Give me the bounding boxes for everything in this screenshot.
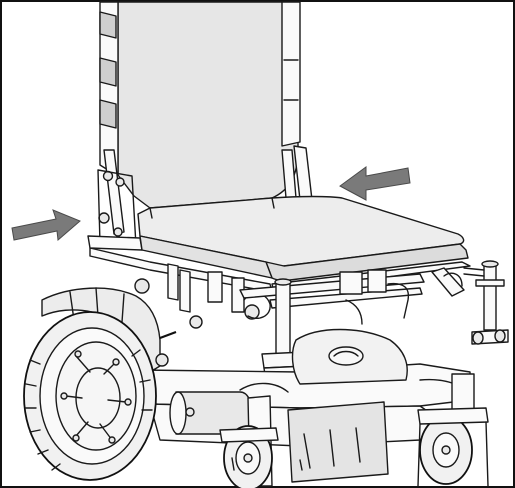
brand-logo-icon [328, 346, 364, 366]
arrow-left-icon [339, 166, 411, 201]
backrest-strap [99, 11, 117, 39]
back-cane-right [293, 145, 313, 201]
arrow-right-icon [11, 209, 81, 241]
seat-cushion [137, 195, 469, 282]
front-caster-right [417, 373, 489, 487]
footrest-post [483, 263, 497, 331]
rear-fender [41, 287, 161, 373]
rear-drive-wheel [23, 311, 157, 481]
backrest-strap [99, 99, 117, 129]
front-caster-left [219, 395, 279, 488]
backrest-strap [99, 57, 117, 87]
adjustment-knob [189, 315, 203, 329]
battery-box [287, 401, 389, 483]
